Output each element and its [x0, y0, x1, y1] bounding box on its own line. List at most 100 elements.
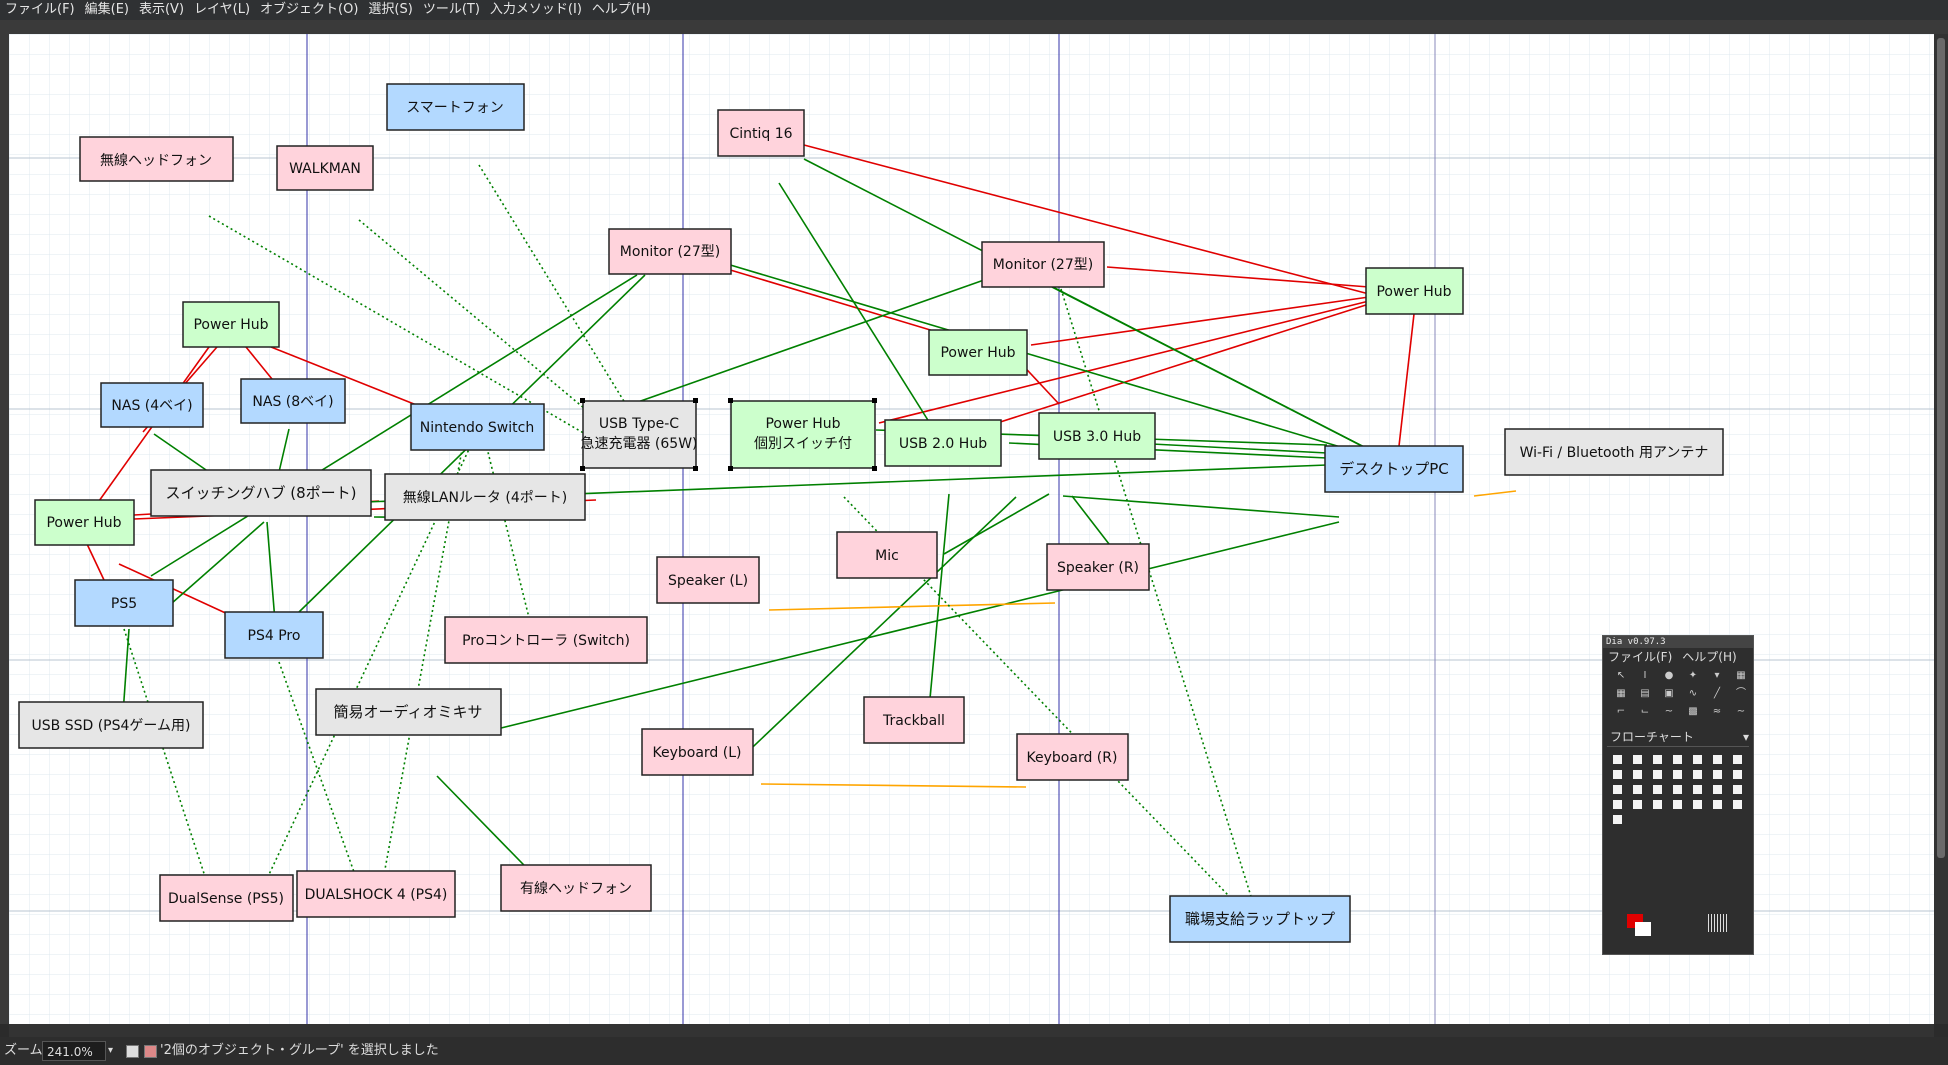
node-ps4pro[interactable]: PS4 Pro: [224, 611, 324, 659]
background-color[interactable]: [1635, 922, 1651, 936]
wave-tool-icon[interactable]: ∼: [1736, 706, 1746, 717]
node-keyboard-l[interactable]: Keyboard (L): [641, 728, 754, 776]
shape-preparation-icon[interactable]: [1653, 785, 1662, 794]
shape-ellipse-icon[interactable]: [1693, 755, 1702, 764]
node-smartphone[interactable]: スマートフォン: [386, 83, 525, 131]
node-wireless-headphones[interactable]: 無線ヘッドフォン: [79, 136, 234, 182]
magnet-tool-icon[interactable]: ▾: [1714, 670, 1720, 681]
node-usb-ssd[interactable]: USB SSD (PS4ゲーム用): [18, 701, 204, 749]
node-power-hub-left-top[interactable]: Power Hub: [182, 301, 280, 348]
image-insert-tool-icon[interactable]: ▩: [1688, 706, 1698, 717]
outline-tool-icon[interactable]: ≈: [1712, 706, 1722, 717]
sheet-selector[interactable]: フローチャート ▾: [1607, 728, 1749, 747]
toolbox-menu-file[interactable]: ファイル(F): [1608, 650, 1673, 664]
node-ps5[interactable]: PS5: [74, 579, 174, 627]
node-switching-hub[interactable]: スイッチングハブ (8ポート): [150, 469, 372, 517]
node-cintiq[interactable]: Cintiq 16: [717, 109, 805, 157]
shape-plain-icon[interactable]: [1613, 815, 1622, 824]
menu-view[interactable]: 表示(V): [138, 2, 185, 17]
shape-card-icon[interactable]: [1733, 755, 1742, 764]
shape-process-icon[interactable]: [1613, 770, 1622, 779]
menu-input-method[interactable]: 入力メソッド(I): [489, 2, 582, 17]
arc-tool-icon[interactable]: ⌒: [1736, 688, 1746, 699]
node-power-hub-left[interactable]: Power Hub: [34, 499, 135, 546]
horizontal-ruler[interactable]: [0, 20, 1948, 35]
menu-select[interactable]: 選択(S): [368, 2, 413, 17]
shape-decision-icon[interactable]: [1733, 800, 1742, 809]
shape-or-icon[interactable]: [1733, 785, 1742, 794]
shape-terminal-icon[interactable]: [1733, 770, 1742, 779]
shape-connector-icon[interactable]: [1633, 785, 1642, 794]
node-pro-controller[interactable]: Proコントローラ (Switch): [444, 616, 648, 664]
vertical-scrollbar[interactable]: [1934, 34, 1948, 1024]
shape-circle-icon[interactable]: [1673, 755, 1682, 764]
layers-tool-icon[interactable]: ▤: [1640, 688, 1650, 699]
menu-help[interactable]: ヘルプ(H): [591, 2, 651, 17]
shape-tape-icon[interactable]: [1673, 770, 1682, 779]
selection-handles[interactable]: [580, 398, 877, 471]
zoom-dropdown-icon[interactable]: ▾: [108, 1045, 114, 1056]
node-wired-headphones[interactable]: 有線ヘッドフォン: [500, 864, 652, 912]
shape-collate-icon[interactable]: [1673, 800, 1682, 809]
shape-merge-icon[interactable]: [1633, 770, 1642, 779]
node-monitor-b[interactable]: Monitor (27型): [981, 241, 1105, 288]
toolbox-menu-help[interactable]: ヘルプ(H): [1682, 650, 1737, 664]
scroll-tool-icon[interactable]: ✦: [1688, 670, 1698, 681]
bezier-tool-icon[interactable]: ∿: [1688, 688, 1698, 699]
line-tool-icon[interactable]: ╱: [1713, 688, 1721, 699]
horizontal-scrollbar[interactable]: [9, 1024, 1934, 1037]
shape-diamond-icon[interactable]: [1653, 755, 1662, 764]
pointer-tool-icon[interactable]: ↖: [1616, 670, 1626, 681]
table-tool-icon[interactable]: ▦: [1616, 688, 1626, 699]
shape-extract-icon[interactable]: [1673, 785, 1682, 794]
node-dualshock[interactable]: DUALSHOCK 4 (PS4): [296, 870, 456, 918]
shape-punched-icon[interactable]: [1693, 800, 1702, 809]
shape-sort-icon[interactable]: [1653, 800, 1662, 809]
node-nas8[interactable]: NAS (8ベイ): [240, 378, 346, 424]
shape-document-icon[interactable]: [1713, 755, 1722, 764]
node-trackball[interactable]: Trackball: [863, 696, 965, 744]
node-walkman[interactable]: WALKMAN: [276, 145, 374, 191]
menu-file[interactable]: ファイル(F): [5, 2, 75, 17]
shape-magnetic-icon[interactable]: [1713, 800, 1722, 809]
scrollbar-thumb[interactable]: [1937, 38, 1945, 858]
polyline-tool-icon[interactable]: ⌙: [1640, 706, 1650, 717]
image-tool-icon[interactable]: ▣: [1664, 688, 1674, 699]
node-speaker-l[interactable]: Speaker (L): [656, 556, 760, 604]
snap-grid-icon[interactable]: [126, 1045, 139, 1058]
shape-delay-icon[interactable]: [1613, 785, 1622, 794]
snap-object-icon[interactable]: [144, 1045, 157, 1058]
shape-offpage-icon[interactable]: [1713, 785, 1722, 794]
node-mic[interactable]: Mic: [836, 531, 938, 579]
shape-annotation-icon[interactable]: [1613, 800, 1622, 809]
node-power-hub-mid[interactable]: Power Hub: [928, 329, 1028, 376]
node-nintendo-switch[interactable]: Nintendo Switch: [410, 403, 545, 451]
menu-tools[interactable]: ツール(T): [422, 2, 480, 17]
node-nas4[interactable]: NAS (4ベイ): [100, 382, 204, 428]
node-monitor-a[interactable]: Monitor (27型): [608, 228, 732, 275]
shape-manual-icon[interactable]: [1713, 770, 1722, 779]
node-speaker-r[interactable]: Speaker (R): [1046, 543, 1150, 591]
zoom-input[interactable]: 241.0%: [42, 1041, 106, 1061]
menu-layer[interactable]: レイヤ(L): [194, 2, 251, 17]
node-work-laptop[interactable]: 職場支給ラップトップ: [1169, 895, 1351, 943]
node-usb2-hub[interactable]: USB 2.0 Hub: [884, 419, 1002, 467]
shape-sum-icon[interactable]: [1633, 800, 1642, 809]
line-width-selector[interactable]: [1708, 914, 1728, 932]
node-keyboard-r[interactable]: Keyboard (R): [1016, 733, 1129, 781]
node-wireless-router[interactable]: 無線LANルータ (4ポート): [384, 473, 586, 521]
node-power-hub-right[interactable]: Power Hub: [1365, 267, 1464, 315]
shape-triangle-icon[interactable]: [1693, 785, 1702, 794]
menu-edit[interactable]: 編集(E): [84, 2, 129, 17]
bezierline-tool-icon[interactable]: ~: [1664, 706, 1674, 717]
shape-display-icon[interactable]: [1693, 770, 1702, 779]
diagram-canvas[interactable]: 無線ヘッドフォン WALKMAN スマートフォン Cintiq 16 Monit…: [9, 34, 1934, 1024]
grid-tool-icon[interactable]: ▦: [1736, 670, 1746, 681]
node-desktop-pc[interactable]: デスクトップPC: [1324, 445, 1464, 493]
zigzag-tool-icon[interactable]: ⌐: [1616, 706, 1626, 717]
shape-box-icon[interactable]: [1613, 755, 1622, 764]
node-dualsense[interactable]: DualSense (PS5): [159, 874, 294, 922]
menu-object[interactable]: オブジェクト(O): [260, 2, 359, 17]
shape-parallelogram-icon[interactable]: [1633, 755, 1642, 764]
